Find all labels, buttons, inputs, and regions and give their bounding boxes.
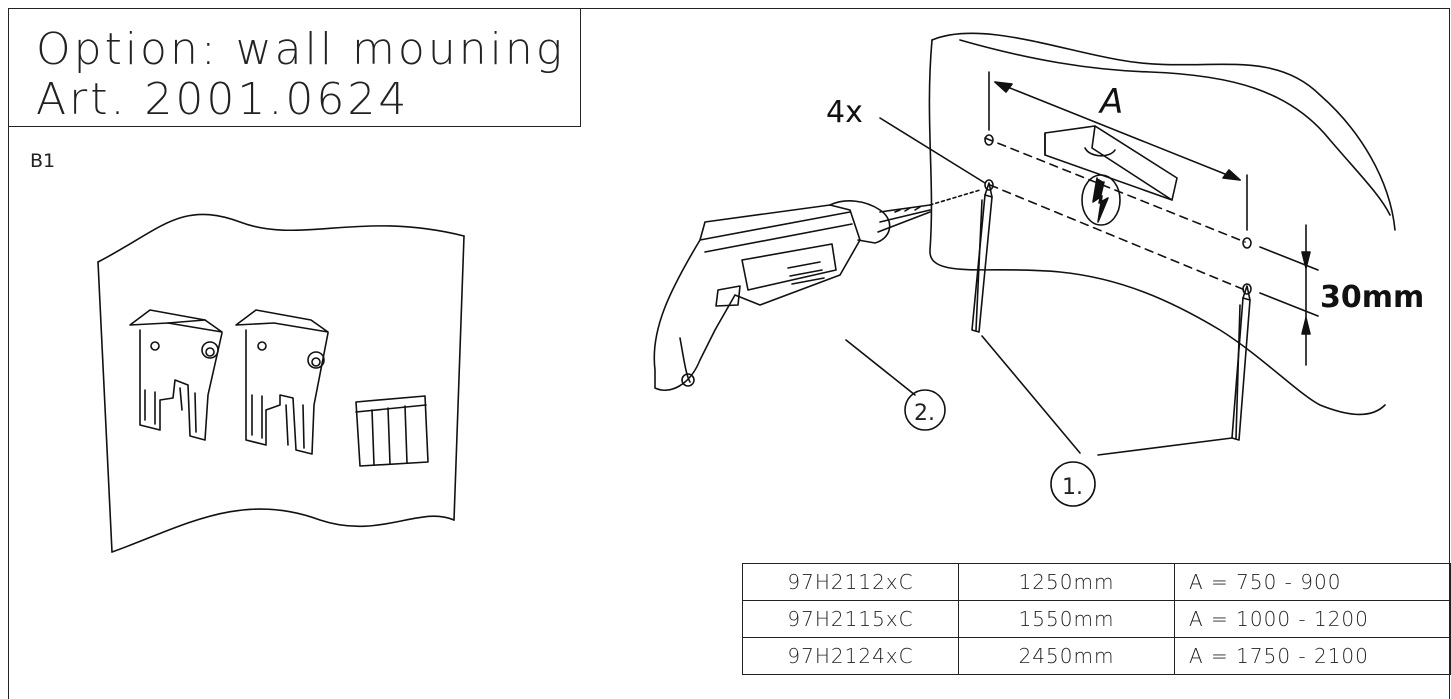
table-row: 97H2115xC 1550mm A = 1000 - 1200 (742, 600, 1451, 638)
length-cell: 2450mm (958, 637, 1175, 675)
drawing-frame (8, 8, 1450, 699)
callout-circle-2 (904, 389, 946, 431)
title-option: Option: wall mouning (36, 24, 566, 75)
range-cell: A = 1750 - 2100 (1174, 637, 1451, 675)
spec-table: 97H2112xC 1250mm A = 750 - 900 97H2115xC… (742, 563, 1451, 675)
callout-1-label: 1. (1062, 475, 1083, 500)
drill-guides (984, 134, 1252, 295)
range-cell: A = 750 - 900 (1174, 563, 1451, 601)
callout-2-label: 2. (914, 401, 935, 426)
pencil-left-icon (971, 182, 993, 333)
length-cell: 1550mm (958, 600, 1175, 638)
spirit-level-icon (1044, 125, 1178, 226)
spacing-label: 30mm (1320, 280, 1424, 315)
length-cell: 1250mm (958, 563, 1175, 601)
wall-surface (928, 32, 1396, 416)
dimension-a-label: A (1098, 82, 1123, 122)
callout-circle-1 (1050, 461, 1096, 507)
quantity-label: 4x (826, 95, 863, 130)
step-label: B1 (30, 150, 56, 172)
model-cell: 97H2112xC (742, 563, 959, 601)
range-cell: A = 1000 - 1200 (1174, 600, 1451, 638)
dimension-30mm (1259, 224, 1319, 366)
title-block: Option: wall mouning Art. 2001.0624 (8, 8, 581, 127)
model-cell: 97H2124xC (742, 637, 959, 675)
table-row: 97H2124xC 2450mm A = 1750 - 2100 (742, 637, 1451, 675)
table-row: 97H2112xC 1250mm A = 750 - 900 (742, 563, 1451, 601)
wall-panel-kit-illustration (97, 213, 465, 553)
pencil-right-icon (1231, 285, 1251, 441)
power-drill-icon (653, 189, 981, 391)
leader-lines (845, 117, 1233, 456)
model-cell: 97H2115xC (742, 600, 959, 638)
title-article: Art. 2001.0624 (36, 74, 410, 125)
dimension-a (988, 71, 1248, 231)
